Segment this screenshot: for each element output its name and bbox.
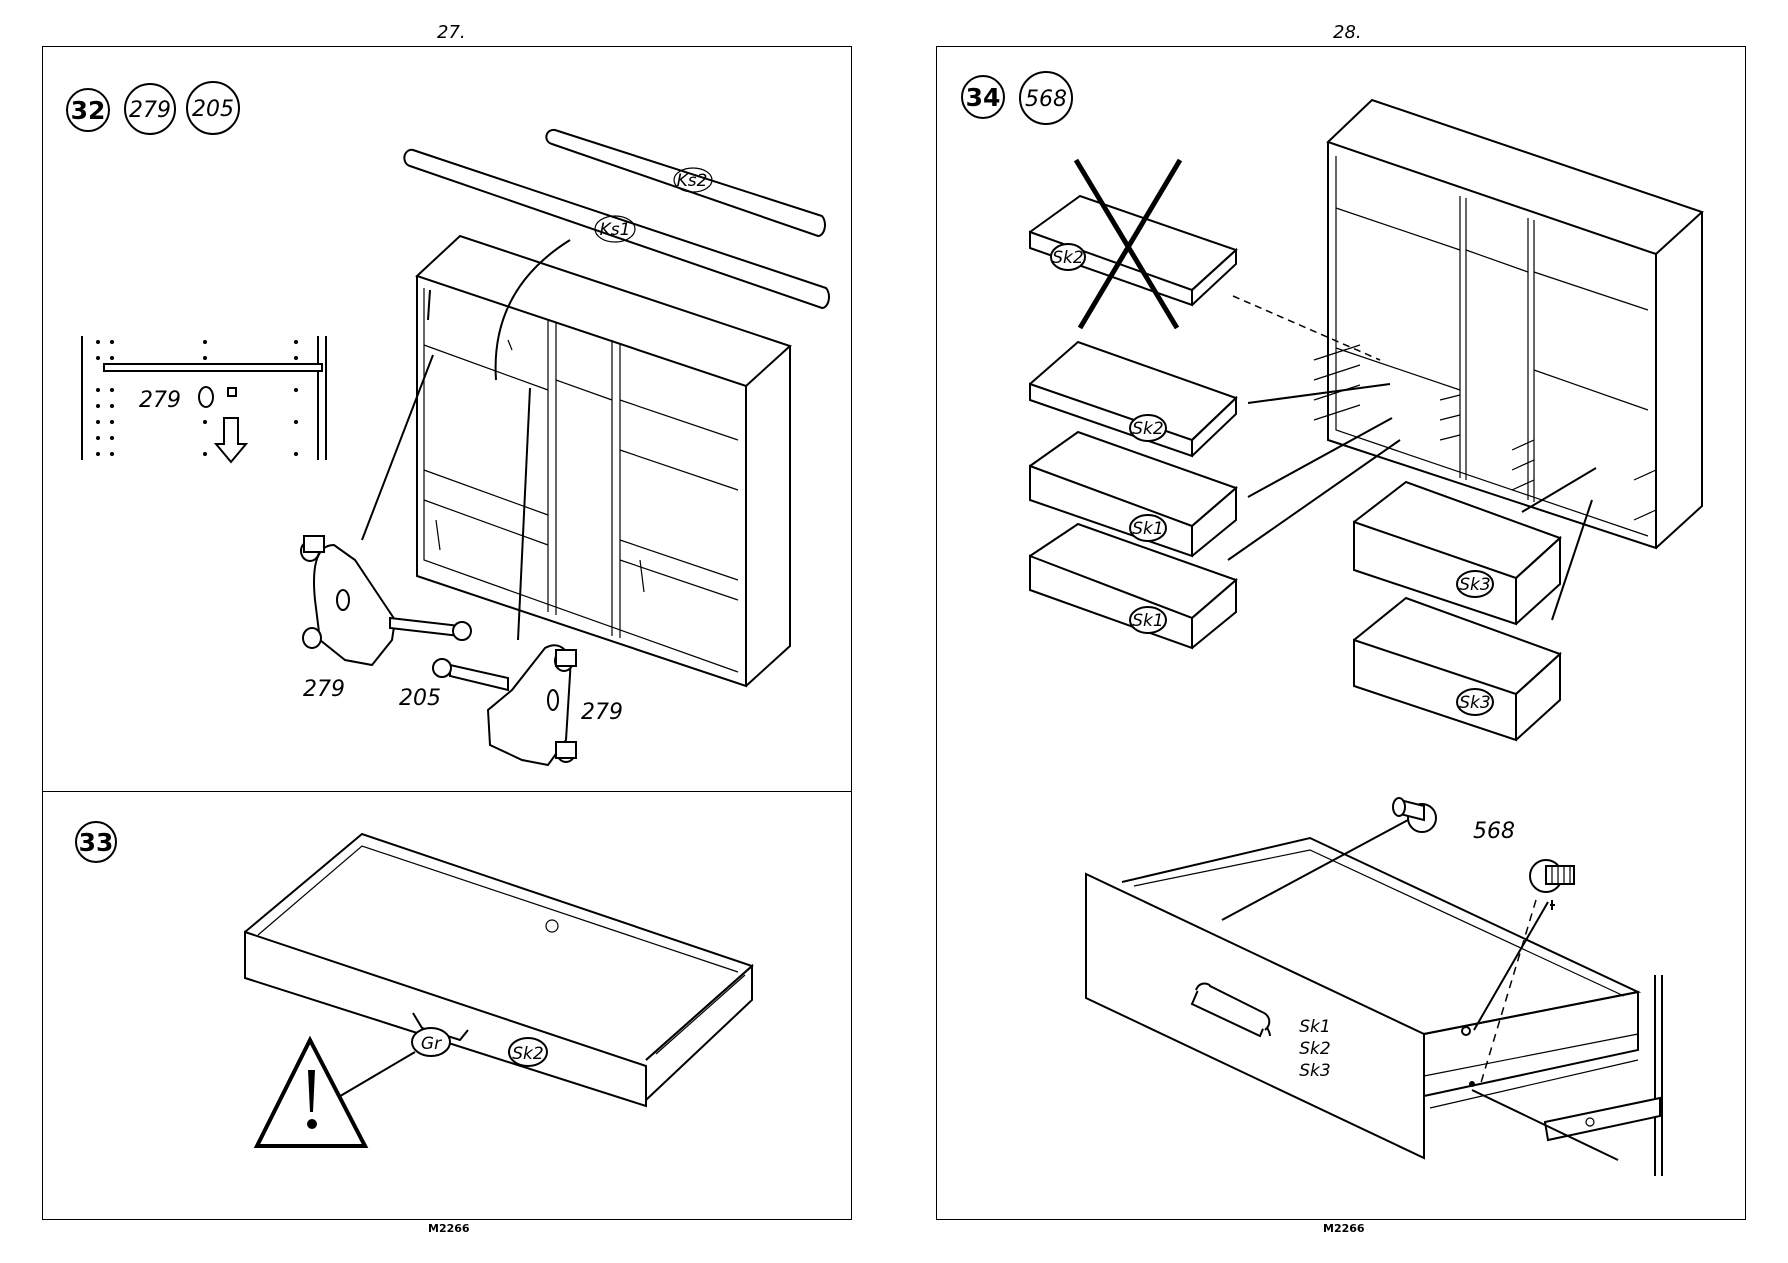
hanging-rods: Ks2 Ks1: [403, 128, 830, 381]
label-sk2-crossed: Sk2: [1052, 248, 1083, 268]
step-number-34: 34: [966, 83, 1001, 112]
part-badge-205: 205: [192, 97, 234, 122]
panel-step-34: [936, 46, 1746, 1220]
cross-mark-icon: [1073, 158, 1183, 330]
label-sk3-bottom: Sk3: [1459, 693, 1490, 713]
page-number-left: 27.: [437, 22, 466, 43]
drawer-sk1-bottom: Sk1: [1029, 439, 1401, 650]
drawer-sk1-top: Sk1: [1029, 417, 1393, 558]
doc-code-right: M2266: [1323, 1222, 1365, 1235]
page-number-right: 28.: [1333, 22, 1362, 43]
doc-code-left: M2266: [428, 1222, 470, 1235]
drawer-crossed: Sk2: [1029, 158, 1381, 361]
label-sk1-top: Sk1: [1132, 519, 1163, 539]
drawer-list-sk1: Sk1: [1299, 1017, 1330, 1037]
label-sk2-step33: Sk2: [512, 1044, 543, 1064]
screw-568-b: [1529, 859, 1575, 893]
drawer-sk3-top: Sk3: [1353, 467, 1597, 626]
part-badge-568: 568: [1025, 87, 1067, 112]
label-sk1-bottom: Sk1: [1132, 611, 1163, 631]
arrow-down-icon: [213, 417, 249, 464]
drawer-sk2: Sk2: [1029, 340, 1391, 458]
label-279-right: 279: [581, 700, 623, 725]
label-ks1: Ks1: [600, 220, 631, 240]
label-sk2: Sk2: [1132, 419, 1163, 439]
label-sk3-top: Sk3: [1459, 575, 1490, 595]
wardrobe-carcass: [415, 234, 792, 688]
drawer-list-sk2: Sk2: [1299, 1039, 1330, 1059]
drawer-runner: [1543, 1096, 1661, 1142]
part-badge-279: 279: [129, 98, 171, 123]
drawer-step-33: Gr Sk2: [244, 832, 754, 1108]
step-33-header: 33: [75, 821, 117, 863]
label-279-left: 279: [303, 677, 345, 702]
label-279-detail: 279: [139, 388, 181, 413]
drawer-list-sk3: Sk3: [1299, 1061, 1330, 1081]
screw-icon: [452, 621, 472, 641]
wardrobe-step-34: [1313, 98, 1704, 550]
step-number-33: 33: [79, 828, 114, 857]
label-568: 568: [1473, 819, 1515, 844]
label-gr: Gr: [421, 1034, 442, 1054]
label-ks2: Ks2: [677, 171, 708, 191]
step-34-header: 34 568: [961, 71, 1073, 125]
screw-568-a: [1392, 797, 1437, 833]
panel-step-33: [42, 791, 852, 1220]
rail-detail: 279: [81, 336, 327, 464]
rail-supports: 279 205 279: [300, 354, 623, 767]
step-32-header: 32 279 205: [66, 81, 240, 135]
warning-icon: [253, 1035, 369, 1148]
drawer-detail: Sk1 Sk2 Sk3: [1085, 819, 1663, 1176]
drawer-sk3-bottom: Sk3: [1353, 499, 1593, 742]
label-205: 205: [399, 686, 441, 711]
step-number-32: 32: [71, 96, 106, 125]
